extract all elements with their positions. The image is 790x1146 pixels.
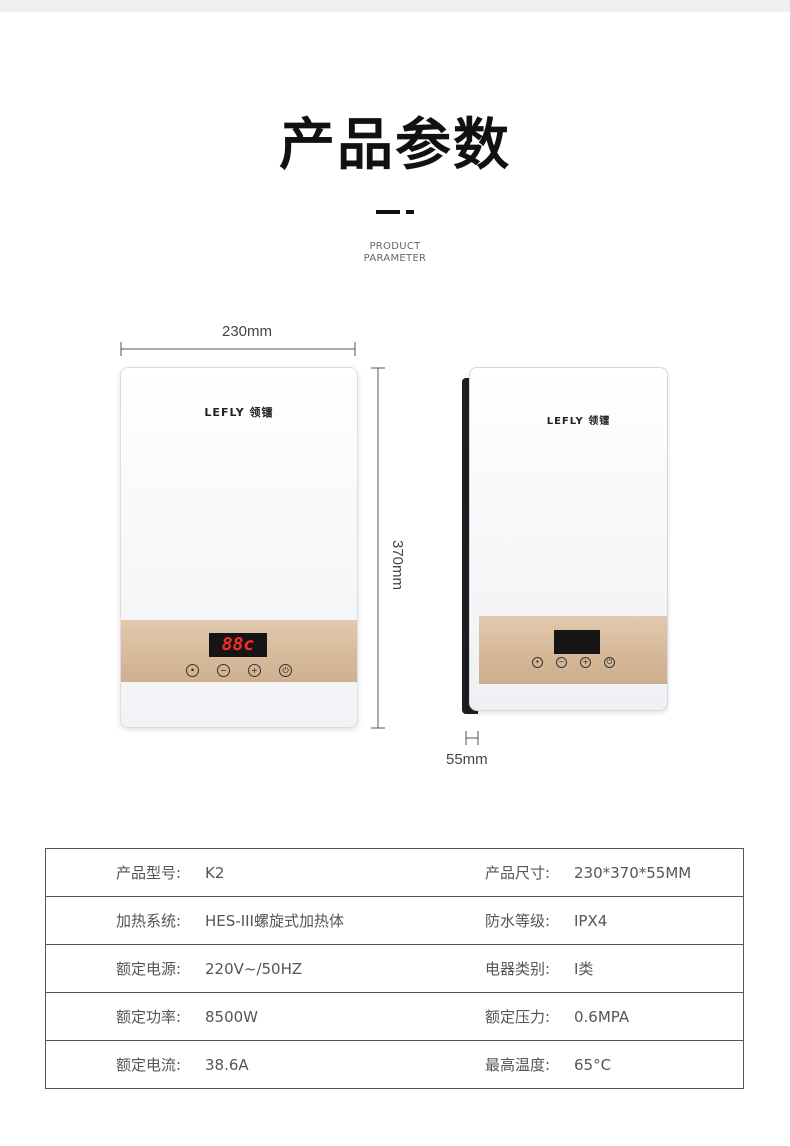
water-heater-front: LEFLY 领镭 88c • − + ⏻	[120, 367, 358, 728]
power-button-icon-angled: ⏻	[604, 657, 615, 668]
page-subtitle: PRODUCT PARAMETER	[0, 241, 790, 265]
spec-label: 电器类别:	[455, 944, 550, 993]
table-row: 额定功率: 8500W 额定压力: 0.6MPA	[45, 992, 744, 1041]
mode-button-icon-angled: •	[532, 657, 543, 668]
height-label: 370mm	[389, 540, 406, 591]
top-bar	[0, 0, 790, 12]
plus-button-icon: +	[248, 664, 261, 677]
spec-label: 最高温度:	[455, 1040, 550, 1089]
control-panel-angled: • − + ⏻	[479, 616, 667, 684]
spec-label: 加热系统:	[45, 896, 181, 945]
subtitle-line-1: PRODUCT	[369, 241, 421, 252]
table-row: 产品型号: K2 产品尺寸: 230*370*55MM	[46, 849, 744, 897]
table-row: 加热系统: HES-III螺旋式加热体 防水等级: IPX4	[45, 896, 744, 945]
width-label: 230mm	[222, 323, 273, 340]
spec-value: 230*370*55MM	[574, 863, 692, 882]
title-underline	[376, 210, 414, 214]
brand-logo-angled: LEFLY 领镭	[546, 416, 611, 427]
display-screen-angled	[554, 630, 600, 654]
spec-label: 产品型号:	[115, 864, 181, 882]
spec-value: 8500W	[181, 992, 455, 1041]
page-title: 产品参数	[279, 113, 511, 178]
power-button-icon: ⏻	[279, 664, 292, 677]
spec-label: 额定电源:	[45, 944, 181, 993]
spec-value: 0.6MPA	[550, 992, 744, 1041]
spec-value: HES-III螺旋式加热体	[181, 896, 455, 945]
minus-button-icon: −	[217, 664, 230, 677]
spec-value: 38.6A	[181, 1040, 455, 1089]
control-panel: 88c • − + ⏻	[121, 620, 357, 682]
plus-button-icon-angled: +	[580, 657, 591, 668]
spec-label: 额定压力:	[455, 992, 550, 1041]
spec-label: 防水等级:	[455, 896, 550, 945]
depth-label: 55mm	[446, 751, 488, 768]
table-row: 额定电流: 38.6A 最高温度: 65°C	[45, 1040, 744, 1089]
spec-label: 额定电流:	[45, 1040, 181, 1089]
spec-label: 额定功率:	[45, 992, 181, 1041]
spec-value: 220V~/50HZ	[181, 944, 455, 993]
spec-label: 产品尺寸:	[484, 864, 550, 882]
water-heater-angled: LEFLY 领镭 • − + ⏻	[469, 367, 668, 711]
spec-value: IPX4	[550, 896, 744, 945]
brand-logo: LEFLY 领镭	[204, 406, 274, 419]
spec-value: 65°C	[550, 1040, 744, 1089]
spec-value: I类	[550, 944, 744, 993]
minus-button-icon-angled: −	[556, 657, 567, 668]
mode-button-icon: •	[186, 664, 199, 677]
spec-table: 产品型号: K2 产品尺寸: 230*370*55MM 加热系统: HES-II…	[45, 848, 744, 1089]
spec-value: K2	[205, 863, 225, 882]
subtitle-line-2: PARAMETER	[363, 253, 427, 264]
table-row: 额定电源: 220V~/50HZ 电器类别: I类	[45, 944, 744, 993]
temperature-display: 88c	[209, 633, 267, 657]
